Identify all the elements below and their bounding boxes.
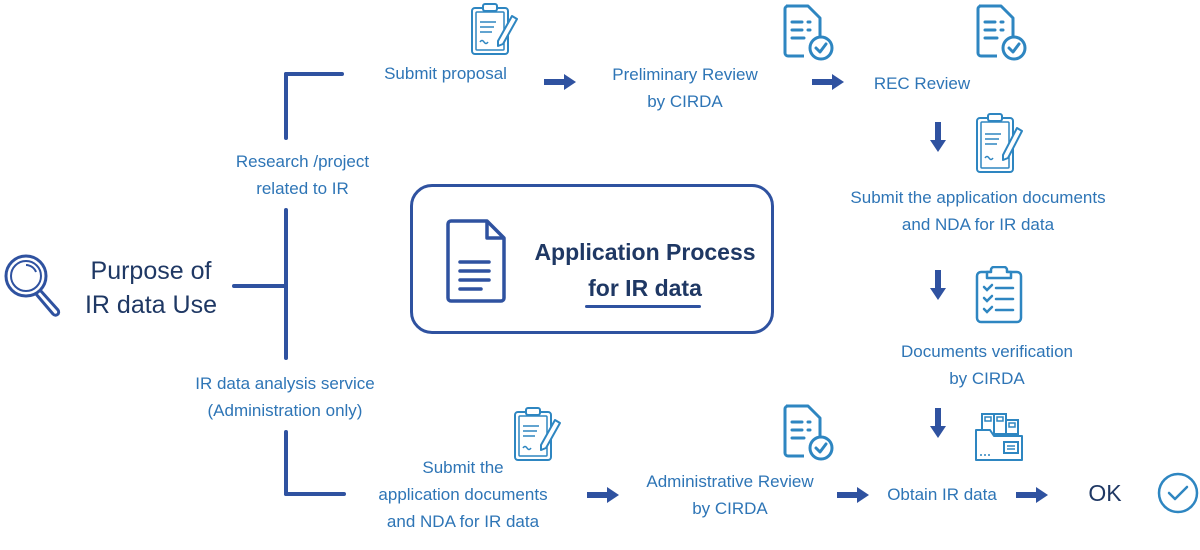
step-docs-verification: Documents verification by CIRDA (868, 338, 1106, 392)
branch-analysis: IR data analysis service (Administration… (165, 370, 405, 424)
step-submit-docs-bottom: Submit the application documents and NDA… (348, 454, 578, 535)
clipboard-pen-icon (513, 406, 563, 462)
arrow-right-icon (544, 74, 576, 90)
title-underline (585, 305, 701, 308)
step-rec-review: REC Review (873, 74, 971, 93)
step-submit-docs-top: Submit the application documents and NDA… (812, 184, 1144, 238)
docs-verification-line1: Documents verification (901, 342, 1073, 361)
step-admin-review: Administrative Review by CIRDA (620, 468, 840, 522)
arrow-right-icon (837, 487, 869, 503)
connector-top-horizontal (284, 72, 344, 76)
title-box (410, 184, 774, 334)
preliminary-review-line2: by CIRDA (647, 92, 723, 111)
purpose-line2: IR data Use (84, 291, 217, 319)
branch-research-line2: related to IR (256, 179, 349, 198)
arrow-down-icon (930, 408, 946, 438)
ok-label: OK (1088, 480, 1122, 506)
doc-check-icon (782, 4, 836, 62)
title-line1: Application Process (534, 239, 756, 265)
clipboard-pen-icon (470, 2, 520, 56)
diagram-title: Application Process for IR data (516, 234, 774, 306)
checklist-clipboard-icon (975, 266, 1023, 324)
arrow-right-icon (1016, 487, 1048, 503)
step-submit-proposal: Submit proposal (384, 64, 507, 83)
branch-analysis-line1: IR data analysis service (195, 374, 375, 393)
connector-vertical-bottom (284, 430, 288, 496)
admin-review-line2: by CIRDA (692, 499, 768, 518)
doc-check-icon (782, 404, 836, 462)
submit-docs-top-line2: and NDA for IR data (901, 215, 1055, 234)
document-icon (445, 218, 507, 304)
check-circle-icon (1157, 472, 1199, 514)
purpose-label: Purpose of IR data Use (76, 254, 226, 322)
docs-verification-line2: by CIRDA (949, 369, 1025, 388)
title-line2: for IR data (588, 275, 702, 301)
branch-research-line1: Research /project (235, 152, 370, 171)
submit-docs-bottom-line3: and NDA for IR data (386, 512, 540, 531)
purpose-line1: Purpose of (90, 257, 212, 285)
magnifier-icon (2, 252, 64, 318)
arrow-down-icon (930, 122, 946, 152)
arrow-down-icon (930, 270, 946, 300)
branch-analysis-line2: (Administration only) (207, 401, 363, 420)
file-folder-icon (974, 412, 1026, 464)
preliminary-review-line1: Preliminary Review (612, 65, 758, 84)
step-obtain-data: Obtain IR data (887, 485, 997, 504)
connector-vertical-top (284, 72, 288, 140)
submit-docs-bottom-line1: Submit the (422, 458, 504, 477)
arrow-right-icon (812, 74, 844, 90)
admin-review-line1: Administrative Review (646, 472, 814, 491)
doc-check-icon (975, 4, 1029, 62)
submit-docs-top-line1: Submit the application documents (850, 188, 1106, 207)
branch-research: Research /project related to IR (200, 148, 405, 202)
arrow-right-icon (587, 487, 619, 503)
connector-vertical-mid-upper (284, 208, 288, 360)
connector-purpose (232, 284, 288, 288)
connector-bottom-horizontal (284, 492, 346, 496)
submit-docs-bottom-line2: application documents (378, 485, 548, 504)
step-preliminary-review: Preliminary Review by CIRDA (590, 61, 780, 115)
clipboard-pen-icon (975, 112, 1025, 174)
